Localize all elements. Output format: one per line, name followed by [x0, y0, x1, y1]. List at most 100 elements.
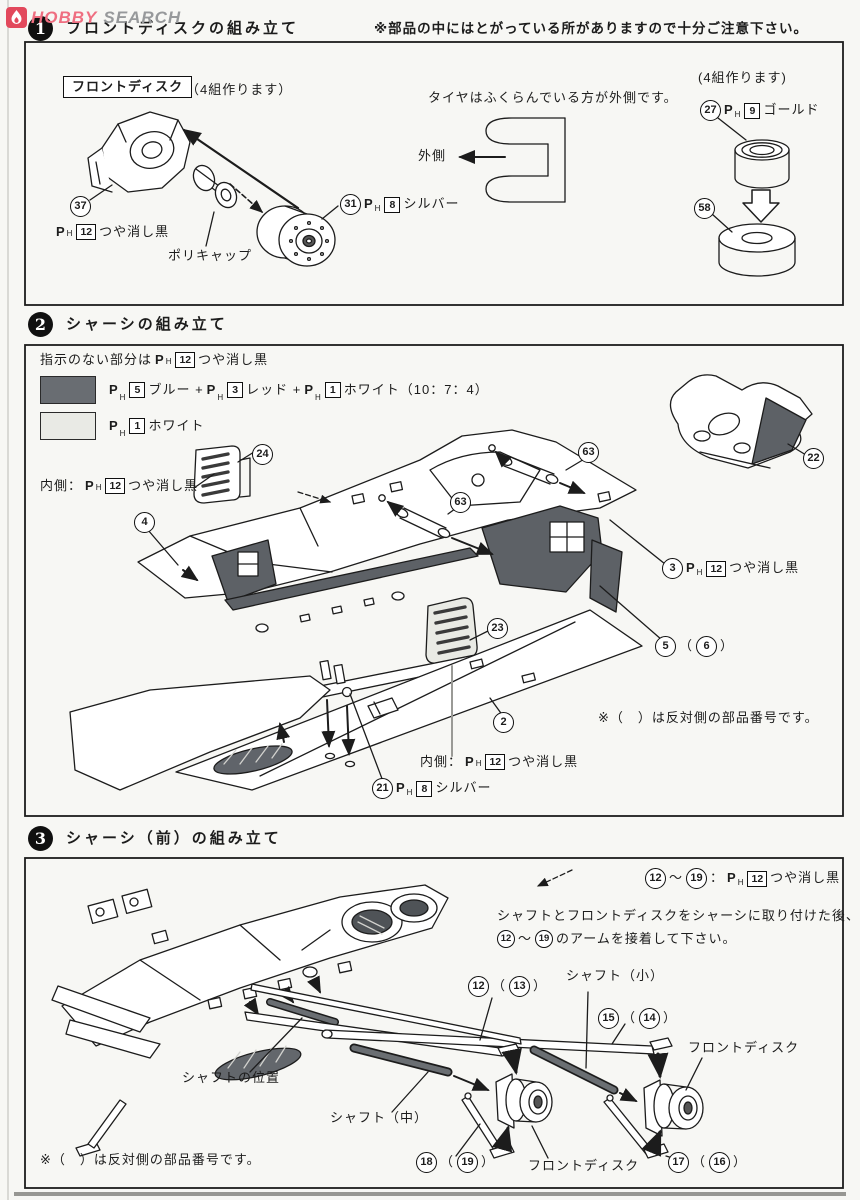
part-63-top-label: 63: [578, 442, 599, 463]
inner-note-bottom-name: つや消し黒: [508, 754, 579, 769]
part-18-number: 18: [416, 1152, 437, 1173]
part-6-number: 6: [696, 636, 718, 657]
part-37-number: 37: [70, 196, 91, 217]
paint-3-code: 12: [706, 560, 727, 577]
instruction-to-number: 19: [535, 930, 554, 948]
paper-edges: [7, 0, 846, 1200]
paren-open: （: [492, 978, 507, 994]
paint-mark-sub: H: [737, 878, 744, 887]
pin-parts-drawing: [319, 659, 385, 785]
air-intake-24-drawing: [193, 445, 255, 504]
part-58-label: 58: [694, 198, 715, 219]
part-14-number: 14: [639, 1008, 661, 1029]
paren-close: ）: [533, 978, 548, 994]
swatch-dark-code1: 5: [129, 382, 146, 398]
paint-mark-sub: H: [119, 393, 126, 402]
shaft-position-label: シャフトの位置: [182, 1070, 281, 1085]
seated-shaft: [267, 999, 338, 1025]
tire-note: タイヤはふくらんでいる方が外側です。: [428, 90, 678, 105]
part-23-number: 23: [487, 618, 508, 639]
part-21-number: 21: [372, 778, 393, 799]
front-disc-assemblies-drawing: [491, 1047, 704, 1157]
instruction-line1: シャフトとフロントディスクをシャーシに取り付けた後、: [497, 908, 860, 923]
default-note-name: つや消し黒: [198, 352, 269, 367]
part-58-number: 58: [694, 198, 715, 219]
part-15-number: 15: [598, 1008, 619, 1029]
make-count-right: (4組作ります): [698, 70, 787, 85]
part-22-number: 22: [803, 448, 824, 469]
part-4-label: 4: [134, 512, 155, 533]
part-15-14-label: 15 （ 14 ）: [598, 1008, 677, 1029]
clip-parts-drawing: [207, 960, 353, 1016]
paint-mark-sub: H: [217, 393, 224, 402]
part-3-number: 3: [662, 558, 683, 579]
default-note-prefix: 指示のない部分は: [40, 352, 153, 367]
range-note-name: つや消し黒: [770, 870, 841, 886]
paint-mark: P: [155, 352, 164, 367]
paint-mark-sub: H: [119, 429, 126, 438]
step1-number: 1: [28, 16, 53, 41]
tilde: ～: [669, 870, 684, 886]
make-count-left: （4組作ります）: [186, 82, 293, 97]
tire-cross-section-drawing: [485, 117, 566, 203]
part-23-label: 23: [487, 618, 508, 639]
swatch-light-code: 1: [129, 418, 146, 434]
front-disc-box-label: フロントディスク: [63, 76, 193, 99]
part-18-19-label: 18 （ 19 ）: [416, 1152, 495, 1173]
part-63-number: 63: [578, 442, 599, 463]
swatch-light-name: ホワイト: [148, 417, 205, 433]
paint-31-code: 8: [384, 196, 401, 213]
brake-disc-drawing: [256, 205, 339, 267]
floor-plate-drawing: [175, 591, 643, 791]
shaft-rods-drawing: [349, 1043, 638, 1102]
paint-mark: P: [206, 381, 216, 397]
swatch-dark-name3: ホワイト（10：7：4）: [343, 381, 489, 397]
part-27-number: 27: [700, 100, 721, 121]
part-24-label: 24: [252, 444, 273, 465]
paint-mark: P: [727, 870, 736, 886]
range-note-code: 12: [747, 870, 768, 887]
part-16-number: 16: [709, 1152, 731, 1173]
paint-37-name: つや消し黒: [99, 224, 170, 239]
front-disc-label-bottom: フロントディスク: [528, 1158, 640, 1173]
swatch-dark-name1: ブルー +: [148, 381, 204, 397]
rear-cowl-drawing: [669, 374, 813, 469]
front-lower-piece-drawing: [69, 675, 331, 791]
part-17-number: 17: [668, 1152, 689, 1173]
insert-arrow: [742, 189, 780, 223]
paint-mark: P: [686, 560, 695, 576]
light-color-swatch: [40, 412, 96, 440]
watermark-hobby-text: HOBBY: [31, 7, 98, 27]
inner-note-top-name: つや消し黒: [128, 478, 199, 493]
part-2-label: 2: [493, 712, 514, 733]
polycap-arrow: [229, 183, 264, 214]
part-63-number: 63: [450, 492, 471, 513]
paint-mark-sub: H: [95, 483, 102, 493]
part-2-number: 2: [493, 712, 514, 733]
shaft-middle-label: シャフト（中）: [330, 1110, 429, 1125]
hobby-search-watermark: HOBBY SEARCH: [6, 7, 181, 28]
range-to-number: 19: [686, 868, 708, 889]
part-22-label: 22: [803, 448, 824, 469]
step2-title: シャーシの組み立て: [66, 316, 228, 333]
paren-open: （: [692, 1154, 707, 1170]
paint-mark-sub: H: [475, 759, 482, 769]
paint-mark-sub: H: [165, 357, 172, 367]
inner-note-bottom-code: 12: [485, 754, 506, 771]
paint-mark-sub: H: [734, 110, 741, 119]
part-4-number: 4: [134, 512, 155, 533]
step1-title: フロントディスクの組み立て: [66, 20, 299, 37]
paint-mark: P: [109, 417, 118, 433]
step-frames: [24, 41, 844, 1189]
paren-close: ）: [663, 1010, 678, 1026]
paint-mark: P: [109, 381, 118, 397]
swatch-dark-code3: 1: [324, 382, 341, 398]
paren-open: （: [622, 1010, 637, 1026]
paren-open: （: [679, 638, 694, 654]
wheel-drawing: [717, 117, 790, 189]
swatch-dark-name2: レッド +: [246, 381, 302, 397]
inner-note-top-prefix: 内側：: [40, 478, 83, 493]
paren-close: ）: [481, 1154, 496, 1170]
